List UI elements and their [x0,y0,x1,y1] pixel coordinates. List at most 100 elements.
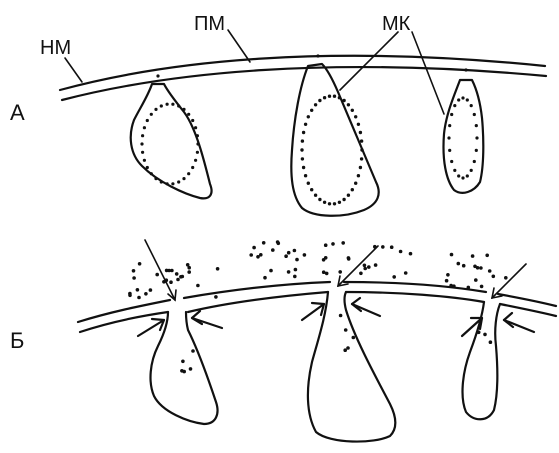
outer-membrane-b-4 [498,294,556,306]
content-dot [259,253,263,257]
pore-arrow-2-right-head [352,298,361,311]
content-dot [177,104,180,107]
content-dot [485,254,489,258]
content-dot [338,96,341,99]
content-dot [462,264,466,268]
content-dot [492,275,496,279]
content-dot [477,331,481,335]
content-dot [194,159,197,162]
content-dot [466,98,469,101]
content-dot [293,249,297,253]
content-dot [360,148,363,151]
content-dot [461,176,464,179]
content-dot [160,180,163,183]
content-dot [374,263,378,267]
content-dot [138,262,142,266]
content-dot [132,269,136,273]
content-dot [177,180,180,183]
content-dot [360,157,363,160]
content-dot [155,273,159,277]
content-dot [140,142,143,145]
content-dot [409,252,413,256]
label-pm: ПМ [194,13,225,35]
outer-membrane-b-2 [184,282,330,298]
content-dot [453,104,456,107]
leader-mk-1 [340,32,398,90]
content-dot [176,278,180,282]
content-dot [328,95,331,98]
content-dot [480,285,484,289]
leader-pm [228,30,250,62]
content-dot [314,103,317,106]
content-dot [316,54,319,57]
content-dot [464,68,467,71]
outer-membrane-b-3 [344,282,486,292]
content-dot [181,360,185,364]
content-dot [182,177,185,180]
content-dot [342,198,345,201]
content-dot [390,245,394,249]
content-dot [347,194,350,197]
content-dot [473,160,476,163]
content-dot [187,270,191,274]
content-dot [191,119,194,122]
content-dot [287,251,291,255]
content-dot [333,202,336,205]
content-dot [196,142,199,145]
content-dot [404,271,408,275]
content-dot [354,182,357,185]
content-dot [150,172,153,175]
vesicle-a2 [291,64,378,216]
content-dot [359,166,362,169]
content-dot [300,148,303,151]
content-dot [149,288,153,292]
content-dot [303,253,307,257]
pore-arrow-2-right [352,304,380,316]
content-dot [182,370,186,374]
content-dot [150,113,153,116]
content-dot [475,149,478,152]
content-dot [295,258,299,262]
content-dot [141,134,144,137]
content-dot [318,99,321,102]
content-dot [169,280,173,284]
content-dot [136,288,140,292]
content-dot [488,269,492,273]
content-dot [447,136,450,139]
content-dot [399,250,403,254]
content-dot [483,333,487,337]
content-dot [166,103,169,106]
content-dot [359,131,362,134]
content-dot [143,159,146,162]
content-dot [293,275,297,279]
content-dot [269,269,273,273]
content-dot [304,174,307,177]
content-dot [351,188,354,191]
content-dot [367,265,371,269]
content-dot [339,314,343,318]
content-dot [470,104,473,107]
content-dot [287,270,291,274]
content-dot [448,124,451,127]
content-dot [146,119,149,122]
secretion-arrow-2 [338,246,378,286]
content-dot [333,95,336,98]
content-dot [143,126,146,129]
content-dot [450,253,454,257]
content-dot [450,160,453,163]
content-dot [196,151,199,154]
content-dot [171,103,174,106]
content-dot [474,278,478,282]
content-dot [194,126,197,129]
content-dot [304,123,307,126]
content-dot [452,284,456,288]
content-dot [342,99,345,102]
content-dot [171,182,174,185]
pore-arrow-1-right-head [192,311,202,324]
content-dot [466,174,469,177]
content-dot [338,270,342,274]
content-dot [470,169,473,172]
content-dot [160,104,163,107]
